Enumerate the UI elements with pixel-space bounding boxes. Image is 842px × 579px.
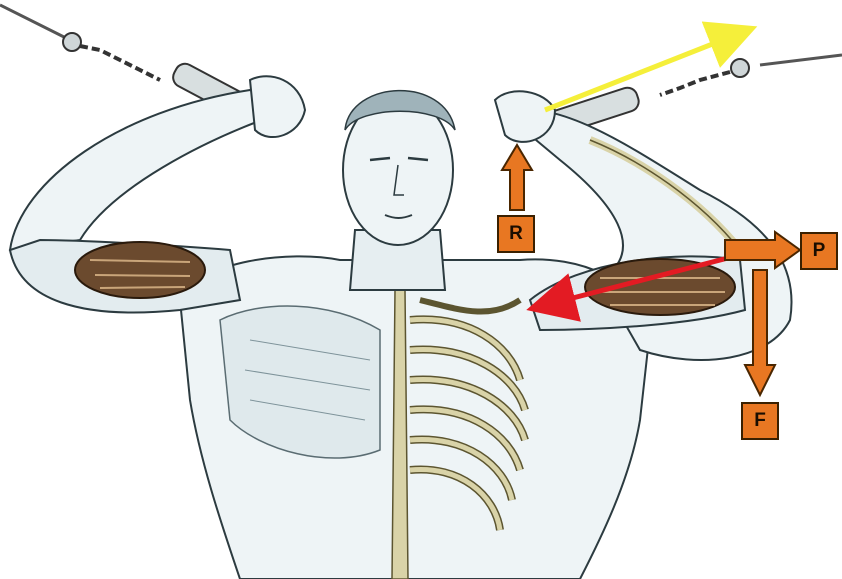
right-arm bbox=[500, 108, 792, 360]
biceps-muscle-icon bbox=[75, 242, 205, 298]
head bbox=[343, 91, 455, 290]
cable-direction-arrow bbox=[545, 30, 748, 110]
label-P: P bbox=[800, 232, 838, 270]
force-arrow-R bbox=[502, 145, 532, 210]
label-F: F bbox=[741, 402, 779, 440]
label-R: R bbox=[497, 215, 535, 253]
